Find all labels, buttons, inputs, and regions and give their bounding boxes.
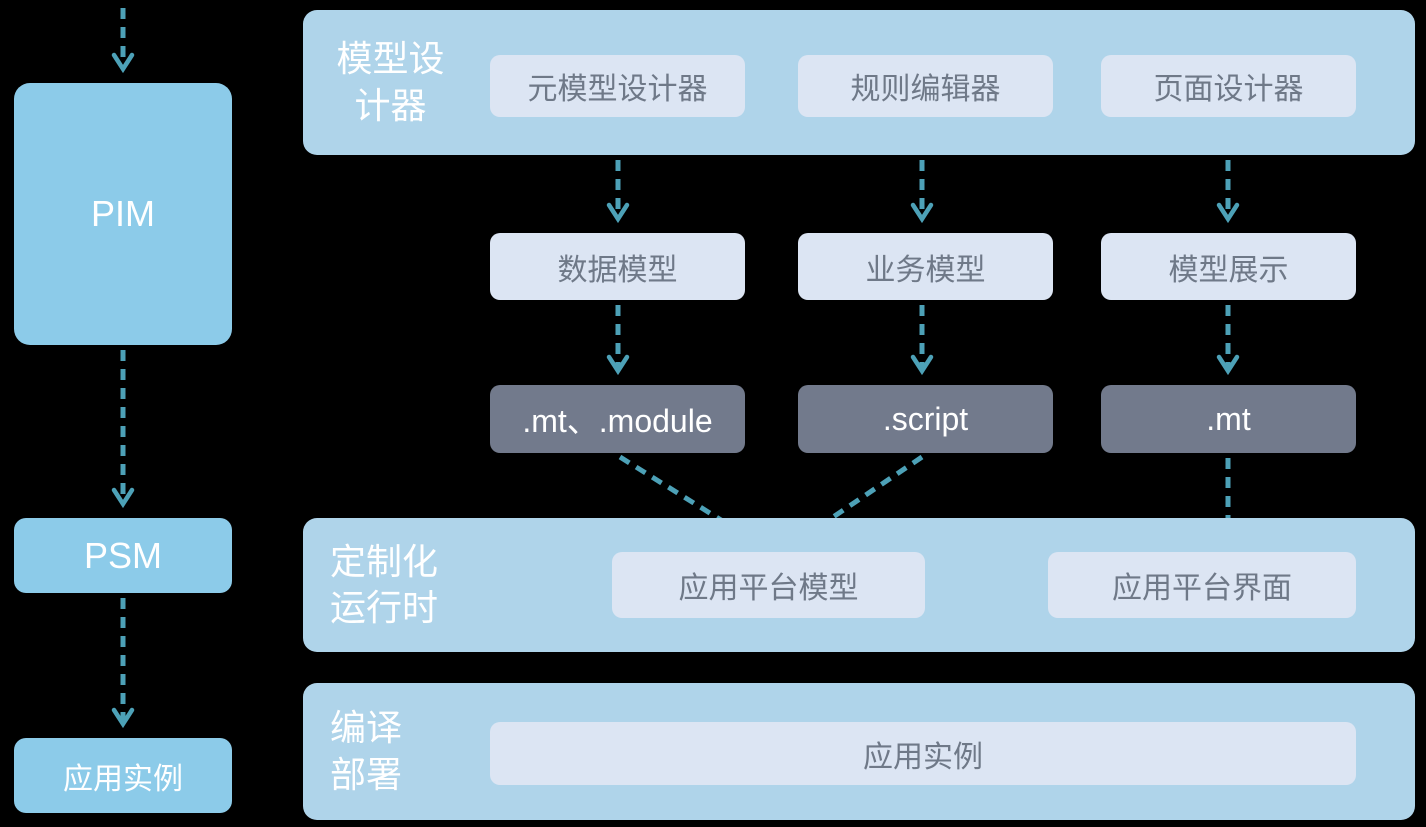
mt-module-file-label: .mt、.module	[522, 403, 713, 439]
script-file-box: .script	[798, 385, 1053, 453]
business-model-label: 业务模型	[865, 253, 986, 287]
custom-runtime-label-line1: 定制化	[330, 540, 439, 582]
metamodel-designer-box: 元模型设计器	[490, 55, 745, 117]
app-instance-label: 应用实例	[63, 762, 183, 796]
compile-deploy-panel-label: 编译 部署	[330, 683, 480, 820]
model-designer-label-line2: 计器	[354, 84, 427, 126]
mt-module-file-box: .mt、.module	[490, 385, 745, 453]
app-platform-ui-label: 应用平台界面	[1112, 572, 1292, 605]
rule-editor-label: 规则编辑器	[850, 73, 1001, 106]
mt-file-box: .mt	[1101, 385, 1356, 453]
custom-runtime-label-line2: 运行时	[330, 587, 439, 628]
model-display-label: 模型展示	[1168, 253, 1289, 287]
model-designer-panel-label: 模型设 计器	[318, 10, 463, 155]
app-instance-box: 应用实例	[14, 738, 232, 813]
compile-deploy-label-line1: 编译	[330, 707, 403, 749]
app-platform-ui-box: 应用平台界面	[1048, 552, 1356, 618]
page-designer-label: 页面设计器	[1153, 73, 1304, 106]
pim-label: PIM	[90, 193, 155, 234]
model-display-box: 模型展示	[1101, 233, 1356, 300]
psm-box: PSM	[14, 518, 232, 593]
model-designer-label-line1: 模型设	[336, 38, 445, 80]
custom-runtime-panel-label: 定制化 运行时	[330, 518, 500, 652]
metamodel-designer-label: 元模型设计器	[527, 73, 708, 106]
data-model-label: 数据模型	[557, 253, 678, 287]
data-model-box: 数据模型	[490, 233, 745, 300]
page-designer-box: 页面设计器	[1101, 55, 1356, 117]
psm-label: PSM	[83, 534, 162, 576]
app-instance-result-box: 应用实例	[490, 722, 1356, 785]
mt-file-label: .mt	[1206, 400, 1251, 437]
pim-box: PIM	[14, 83, 232, 345]
script-file-label: .script	[882, 400, 969, 437]
app-instance-result-label: 应用实例	[863, 740, 983, 774]
app-platform-model-box: 应用平台模型	[612, 552, 925, 618]
rule-editor-box: 规则编辑器	[798, 55, 1053, 117]
compile-deploy-label-line2: 部署	[330, 753, 403, 795]
app-platform-model-label: 应用平台模型	[678, 572, 859, 605]
business-model-box: 业务模型	[798, 233, 1053, 300]
